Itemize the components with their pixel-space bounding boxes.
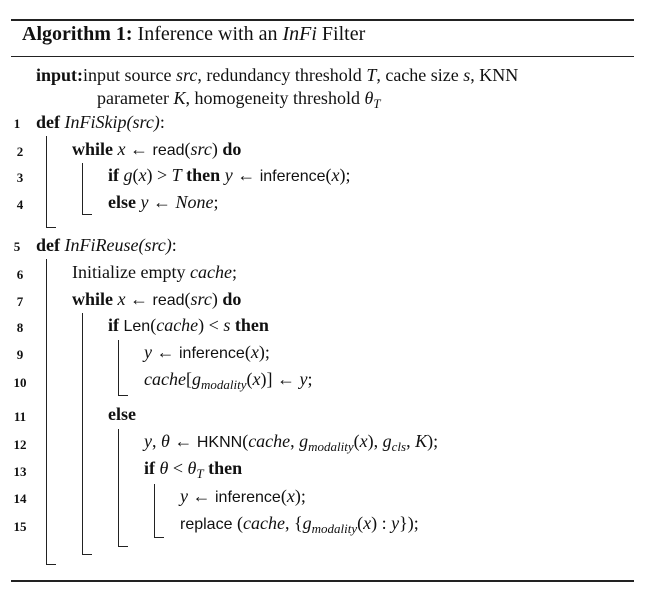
line-number: 13 <box>13 464 27 479</box>
block-end-tick <box>82 554 92 556</box>
line-number: 11 <box>13 409 27 424</box>
line-number: 8 <box>16 320 24 335</box>
block-bar <box>118 429 120 547</box>
line-number: 5 <box>13 239 21 254</box>
block-bar <box>82 163 84 215</box>
line-number: 10 <box>13 375 27 390</box>
title-suffix: Filter <box>316 23 366 45</box>
line-number: 12 <box>13 437 27 452</box>
code-line-1: def InFiSkip(src): <box>36 112 165 132</box>
title-rule <box>11 56 634 58</box>
code-line-3: if g(x) > T then y ← inference(x); <box>108 165 351 185</box>
block-bar <box>118 340 120 396</box>
block-end-tick <box>46 227 56 229</box>
input-line-1: input:input source src, redundancy thres… <box>36 65 519 85</box>
code-line-10: cache[gmodality(x)] ← y; <box>144 369 313 392</box>
line-number: 1 <box>13 116 21 131</box>
block-bar <box>82 313 84 555</box>
algorithm-label: Algorithm 1: <box>22 23 133 45</box>
block-end-tick <box>46 564 56 566</box>
input-line-2: parameter K, homogeneity threshold θT <box>97 88 381 111</box>
block-end-tick <box>118 546 128 548</box>
code-line-11: else <box>108 404 136 424</box>
input-keyword: input: <box>36 65 84 85</box>
block-end-tick <box>118 395 128 397</box>
title-emphasis: InFi <box>282 23 317 45</box>
line-number: 2 <box>16 144 24 159</box>
line-number: 14 <box>13 491 27 506</box>
block-bar <box>46 259 48 565</box>
algorithm-title: Algorithm 1: Inference with an InFi Filt… <box>22 23 365 46</box>
code-line-4: else y ← None; <box>108 192 219 212</box>
block-bar <box>46 136 48 228</box>
top-rule <box>11 19 634 21</box>
block-end-tick <box>82 214 92 216</box>
code-line-7: while x ← read(src) do <box>72 289 242 309</box>
code-line-9: y ← inference(x); <box>144 342 270 362</box>
block-bar <box>154 484 156 538</box>
code-line-14: y ← inference(x); <box>180 486 306 506</box>
line-number: 3 <box>16 170 24 185</box>
line-number: 6 <box>16 267 24 282</box>
title-prefix: Inference with an <box>137 23 283 45</box>
code-line-12: y, θ ← HKNN(cache, gmodality(x), gcls, K… <box>144 431 439 454</box>
bottom-rule <box>11 580 634 582</box>
line-number: 9 <box>16 347 24 362</box>
code-line-5: def InFiReuse(src): <box>36 235 177 255</box>
code-line-2: while x ← read(src) do <box>72 139 242 159</box>
code-line-13: if θ < θT then <box>144 458 243 481</box>
code-line-8: if Len(cache) < s then <box>108 315 269 335</box>
line-number: 15 <box>13 519 27 534</box>
code-line-6: Initialize empty cache; <box>72 262 237 282</box>
code-line-15: replace (cache, {gmodality(x) : y}); <box>180 513 419 536</box>
block-end-tick <box>154 537 164 539</box>
line-number: 4 <box>16 197 24 212</box>
line-number: 7 <box>16 294 24 309</box>
